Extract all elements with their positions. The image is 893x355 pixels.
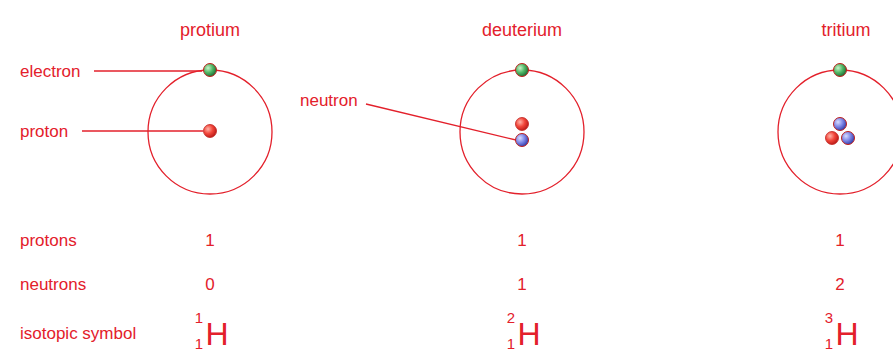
count-value: 1 — [835, 232, 844, 249]
atomic-number: 1 — [825, 336, 833, 351]
element-symbol: H — [835, 318, 858, 350]
isotope-name: tritium — [822, 21, 871, 39]
electron-ball — [204, 64, 217, 77]
neutron-ball — [842, 132, 855, 145]
mass-number: 1 — [195, 310, 203, 325]
proton-ball — [516, 118, 529, 131]
mass-number: 2 — [507, 310, 515, 325]
count-value: 0 — [205, 276, 214, 293]
neutron-ball — [834, 118, 847, 131]
neutron-ball — [516, 134, 529, 147]
part-label: neutron — [300, 92, 358, 109]
part-label: proton — [20, 123, 68, 140]
count-value: 1 — [205, 232, 214, 249]
orbit-ring — [460, 70, 584, 194]
electron-ball — [834, 64, 847, 77]
leader-line — [82, 130, 203, 131]
row-label: isotopic symbol — [20, 325, 136, 342]
row-label: neutrons — [20, 276, 86, 293]
count-value: 1 — [517, 276, 526, 293]
atomic-number: 1 — [507, 336, 515, 351]
part-label: electron — [20, 63, 80, 80]
electron-ball — [516, 64, 529, 77]
atomic-number: 1 — [195, 336, 203, 351]
orbit-ring — [148, 70, 272, 194]
isotope-name: deuterium — [482, 21, 562, 39]
leader-line — [94, 70, 202, 71]
isotope-name: protium — [180, 21, 240, 39]
element-symbol: H — [517, 318, 540, 350]
proton-ball — [204, 125, 217, 138]
proton-ball — [826, 132, 839, 145]
mass-number: 3 — [825, 310, 833, 325]
leader-line — [366, 104, 516, 140]
count-value: 1 — [517, 232, 526, 249]
row-label: protons — [20, 232, 77, 249]
orbit-ring — [778, 70, 893, 194]
count-value: 2 — [835, 276, 844, 293]
element-symbol: H — [205, 318, 228, 350]
